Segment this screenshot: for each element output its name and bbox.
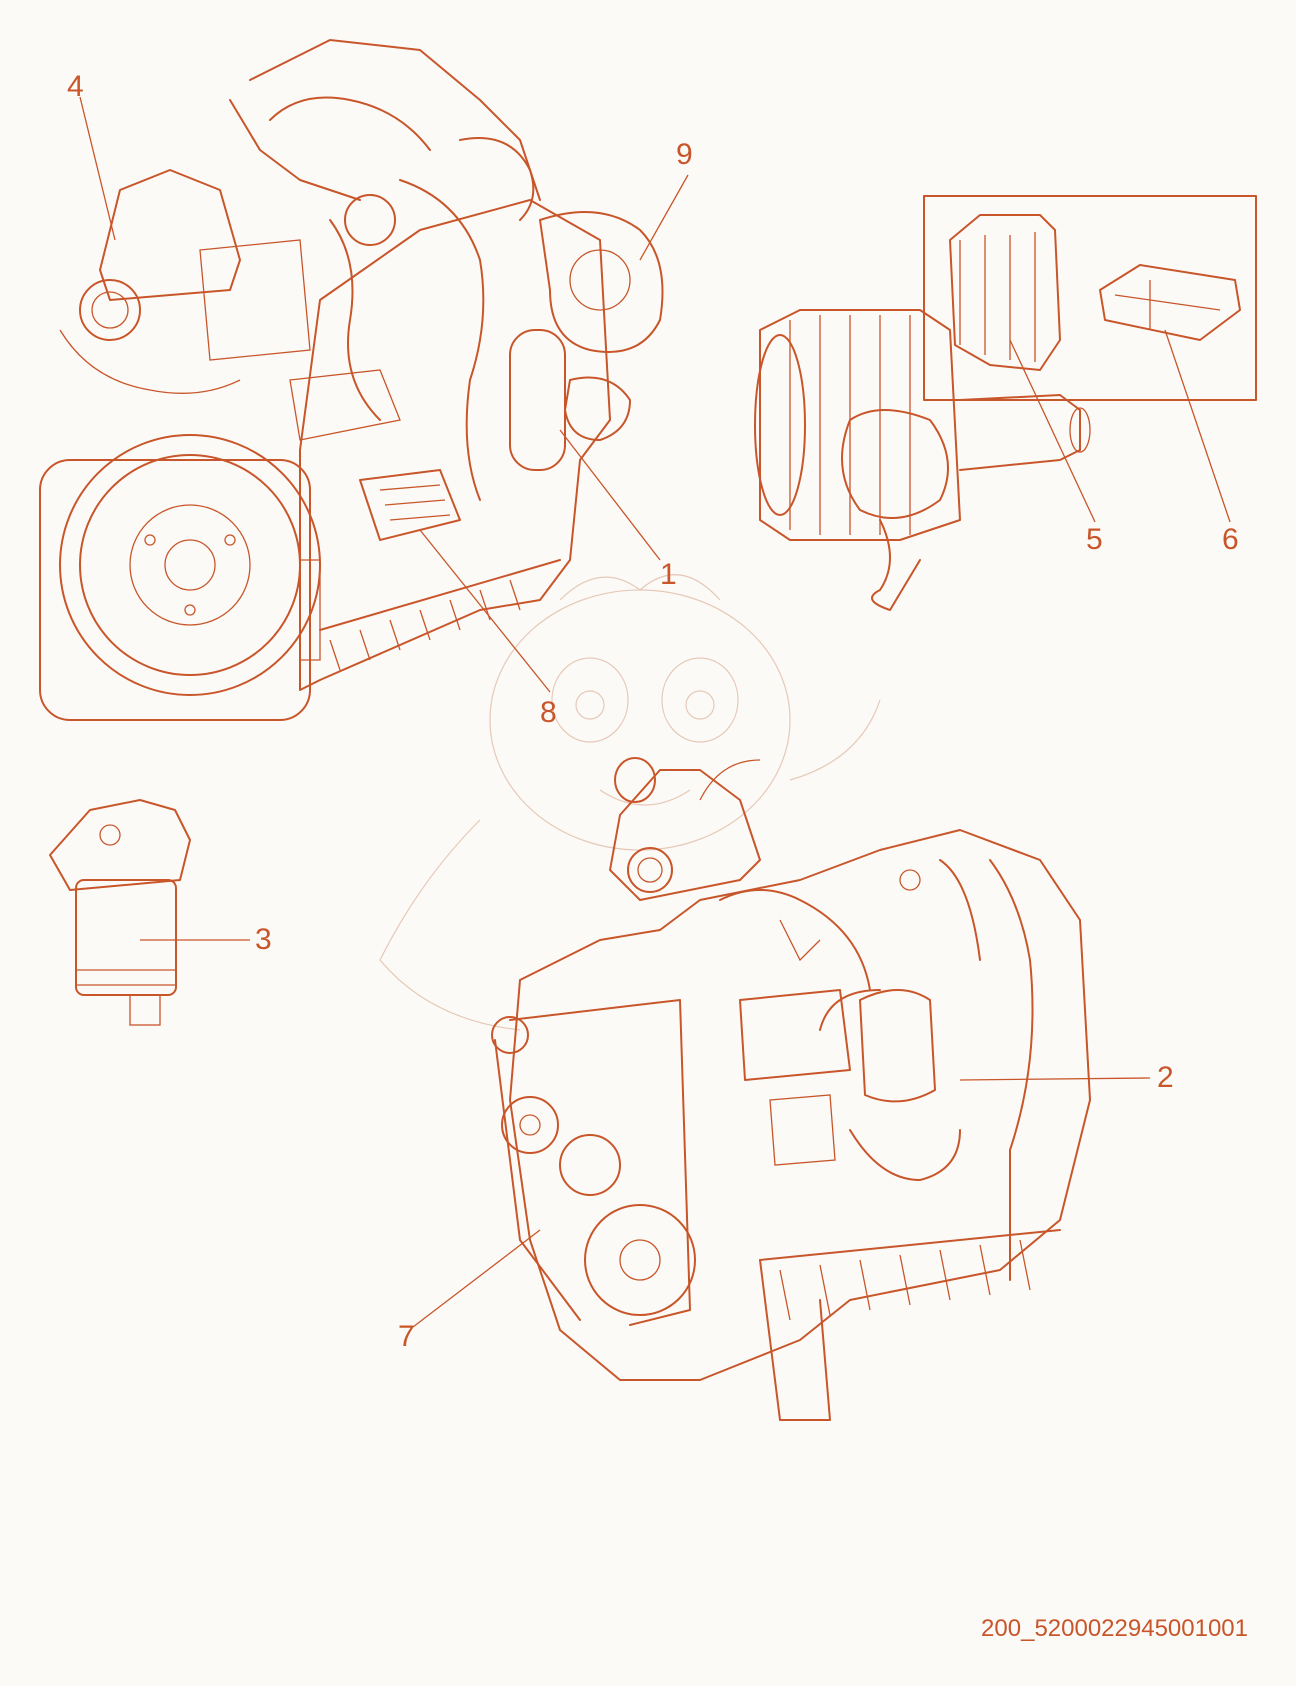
detail-box: [923, 195, 1257, 401]
callout-9: 9: [676, 138, 693, 171]
engine-top-left: [39, 39, 664, 721]
fuel-filter: [49, 799, 191, 1026]
callout-2: 2: [1157, 1061, 1174, 1094]
engine-bottom: [491, 757, 1091, 1421]
air-filter-assembly: [754, 309, 1091, 611]
callout-3: 3: [255, 923, 272, 956]
leader-lines: [79, 96, 1231, 1328]
callout-1: 1: [660, 558, 677, 591]
drawing-code: 200_5200022945001001: [981, 1615, 1248, 1642]
callout-7: 7: [398, 1320, 415, 1353]
callout-4: 4: [67, 70, 84, 103]
callout-5: 5: [1086, 523, 1103, 556]
callout-6: 6: [1222, 523, 1239, 556]
callout-8: 8: [540, 696, 557, 729]
